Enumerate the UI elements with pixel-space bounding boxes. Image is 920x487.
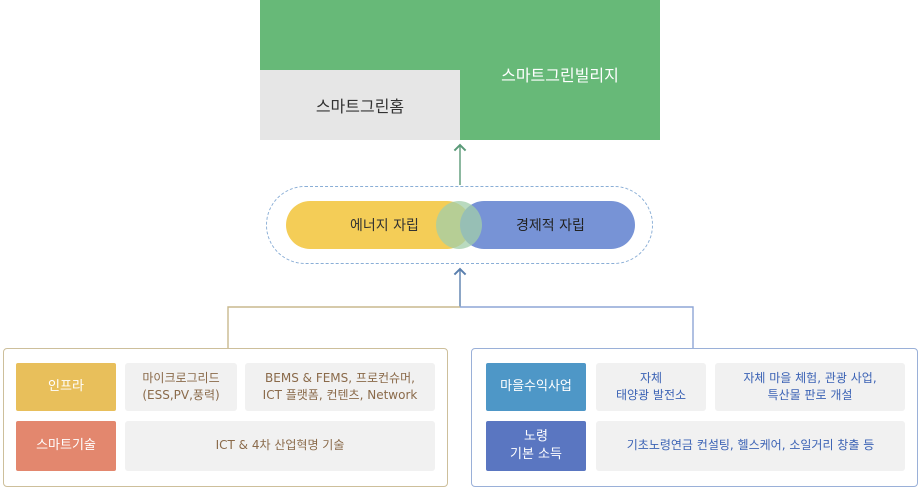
pill-overlap: [436, 201, 482, 249]
bems-cell: BEMS & FEMS, 프로컨슈머, ICT 플랫폼, 컨텐츠, Networ…: [245, 363, 435, 411]
solar-plant-cell: 자체 태양광 발전소: [596, 363, 706, 411]
connector-left: [227, 306, 460, 348]
self-reliance-group: [266, 186, 653, 264]
ict-cell: ICT & 4차 산업혁명 기술: [125, 421, 435, 471]
infra-tag: 인프라: [16, 363, 116, 411]
village-tourism-cell: 자체 마을 체험, 관광 사업, 특산물 판로 개설: [715, 363, 905, 411]
economic-self-reliance-pill: 경제적 자립: [460, 201, 635, 249]
pension-consulting-cell: 기초노령연금 컨설팅, 헬스케어, 소일거리 창출 등: [596, 421, 905, 471]
village-income-tag: 마을수익사업: [486, 363, 586, 411]
microgrid-cell: 마이크로그리드 (ESS,PV,풍력): [125, 363, 237, 411]
connector-right: [460, 306, 694, 348]
economic-self-reliance-label: 경제적 자립: [516, 218, 585, 234]
elderly-income-tag: 노령 기본 소득: [486, 421, 586, 471]
smart-green-village-label: 스마트그린빌리지: [501, 66, 619, 85]
energy-self-reliance-label: 에너지 자립: [350, 218, 419, 234]
smart-tech-tag: 스마트기술: [16, 421, 116, 471]
smart-green-home-block: 스마트그린홈: [260, 70, 460, 140]
